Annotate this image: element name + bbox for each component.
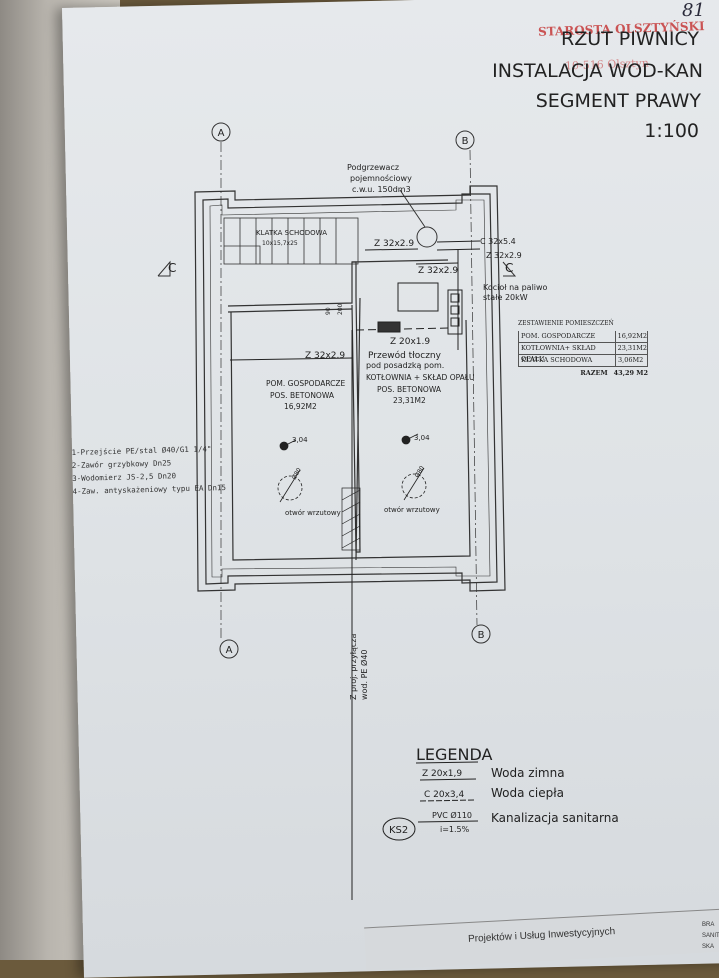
room-table-area: 3,06M2 [618,356,644,364]
legend-title-underline [415,761,479,764]
heater-label-2: pojemnościowy [350,173,412,183]
stair-label: KLATKA SCHODOWA [256,229,327,237]
level-1: 3,04 [292,436,308,444]
pipe-z32-right: Z 32x2.9 [486,251,522,260]
room-table-area: 23,31M2 [617,344,647,352]
section-label-left: C [168,261,176,275]
room-table-header: ZESTAWIENIE POMIESZCZEŃ [518,320,614,327]
legend-sewer-tag: KS2 [389,825,408,836]
title-block-side-1: BRA [702,922,715,928]
dim-200: 200 [337,303,344,315]
supply-label-1: Z proj. przyłącza [349,634,358,700]
fittings-notes: 1-Przejście PE/stal Ø40/G1 1/4" 2-Zawór … [71,442,226,498]
pipe-z32-left: Z 32x2.9 [305,351,345,361]
drawing-title-line3: SEGMENT PRAWY [535,90,701,112]
room1-name: POM. GOSPODARCZE [266,379,346,388]
building-walls [194,185,506,592]
pipe-z32-mid: Z 32x2.9 [418,266,458,276]
axis-a [211,122,239,659]
room-table-row: KOTŁOWNIA+ SKŁAD OPAŁU 23,31M2 [518,343,648,363]
axis-b-top-label: B [462,136,469,147]
level-2: 3,04 [414,434,430,442]
legend-sewer-pipe: PVC Ø110 [432,810,472,820]
supply-label-2: wod. PE Ø40 [359,650,369,701]
room-table-total-value: 43,29 M2 [613,369,648,377]
floor-drain-2 [401,433,427,501]
pipe-z32-top: Z 32x2.9 [374,239,414,249]
inner-partitions [227,259,471,561]
boiler-label-2: stałe 20kW [483,293,528,302]
room-table-name: POM. GOSPODARCZE [519,331,616,342]
title-block-side-3: SKA [702,944,715,950]
section-marker-right [502,261,517,277]
room1-area: 16,92M2 [284,402,317,411]
dim-90: 90 [325,307,332,315]
room2-name: KOTŁOWNIA + SKŁAD OPAŁU [366,373,475,382]
room2-floor: POS. BETONOWA [377,385,442,394]
pressure-pipe-1: Przewód tłoczny [368,350,442,361]
boiler-label-1: Kocioł na paliwo [483,283,548,292]
room-table-row: POM. GOSPODARCZE 16,92M2 [518,331,648,343]
legend-sewer-label: Kanalizacja sanitarna [491,811,619,825]
title-block-side: BRA SANITA SKA [702,920,719,953]
drain-pipe-2: Ø80 [414,465,426,479]
hatched-column [341,487,361,551]
title-block-side-2: SANITA [702,933,719,939]
axis-b [455,130,491,644]
legend-sewer-line [417,820,479,823]
drain-pipe-1: Ø80 [291,467,303,481]
legend-hot-label: Woda ciepła [491,786,564,800]
legend-cold-label: Woda zimna [491,766,565,780]
page-number: 81 [682,0,705,21]
drawing-title-line1: RZUT PIWNICY [561,28,699,50]
room-table-row: KLATKA SCHODOWA 3,06M2 [518,355,648,367]
pipe-c32: C 32x5.4 [480,237,516,246]
legend-hot-pipe: C 20x3,4 [424,790,465,800]
water-heater-symbol [399,189,438,248]
drain-label-2: otwór wrzutowy [384,506,440,514]
axis-a-bottom-label: A [226,645,233,656]
pressure-pipe-2: pod posadzką pom. [366,361,444,370]
drain-label-1: otwór wrzutowy [285,509,341,517]
heater-label-3: c.w.u. 150dm3 [352,185,411,194]
axis-b-bottom-label: B [478,630,485,641]
boiler-symbol [377,282,463,335]
room-table: ZESTAWIENIE POMIESZCZEŃ POM. GOSPODARCZE… [518,320,648,377]
room2-area: 23,31M2 [393,396,426,405]
sewer-tag-symbol [382,817,416,841]
stairs [223,217,359,265]
drawing-title-line2: INSTALACJA WOD-KAN [492,60,703,82]
pipe-z20: Z 20x1.9 [390,337,430,347]
floor-drain-1 [277,439,303,503]
stair-dims: 10x15,7x25 [262,240,298,247]
room1-floor: POS. BETONOWA [270,391,335,400]
heater-label-1: Podgrzewacz [347,163,399,172]
room-table-name: KOTŁOWNIA+ SKŁAD OPAŁU [519,343,616,363]
room-table-area: 16,92M2 [617,332,647,340]
pipe-runs [229,240,481,900]
drawing-scale: 1:100 [644,120,699,142]
axis-a-top-label: A [218,128,225,139]
legend-cold-line [419,778,477,781]
section-marker-left [157,260,171,277]
legend-hot-line [419,799,477,802]
room-table-total-label: RAZEM [580,369,608,377]
room-table-name: KLATKA SCHODOWA [519,355,616,366]
legend-title: LEGENDA [416,745,493,764]
room-table-total: RAZEM 43,29 M2 [518,369,648,377]
legend-cold-pipe: Z 20x1,9 [422,769,462,779]
section-label-right: C [505,261,513,275]
legend-sewer-slope: i=1.5% [440,825,470,834]
